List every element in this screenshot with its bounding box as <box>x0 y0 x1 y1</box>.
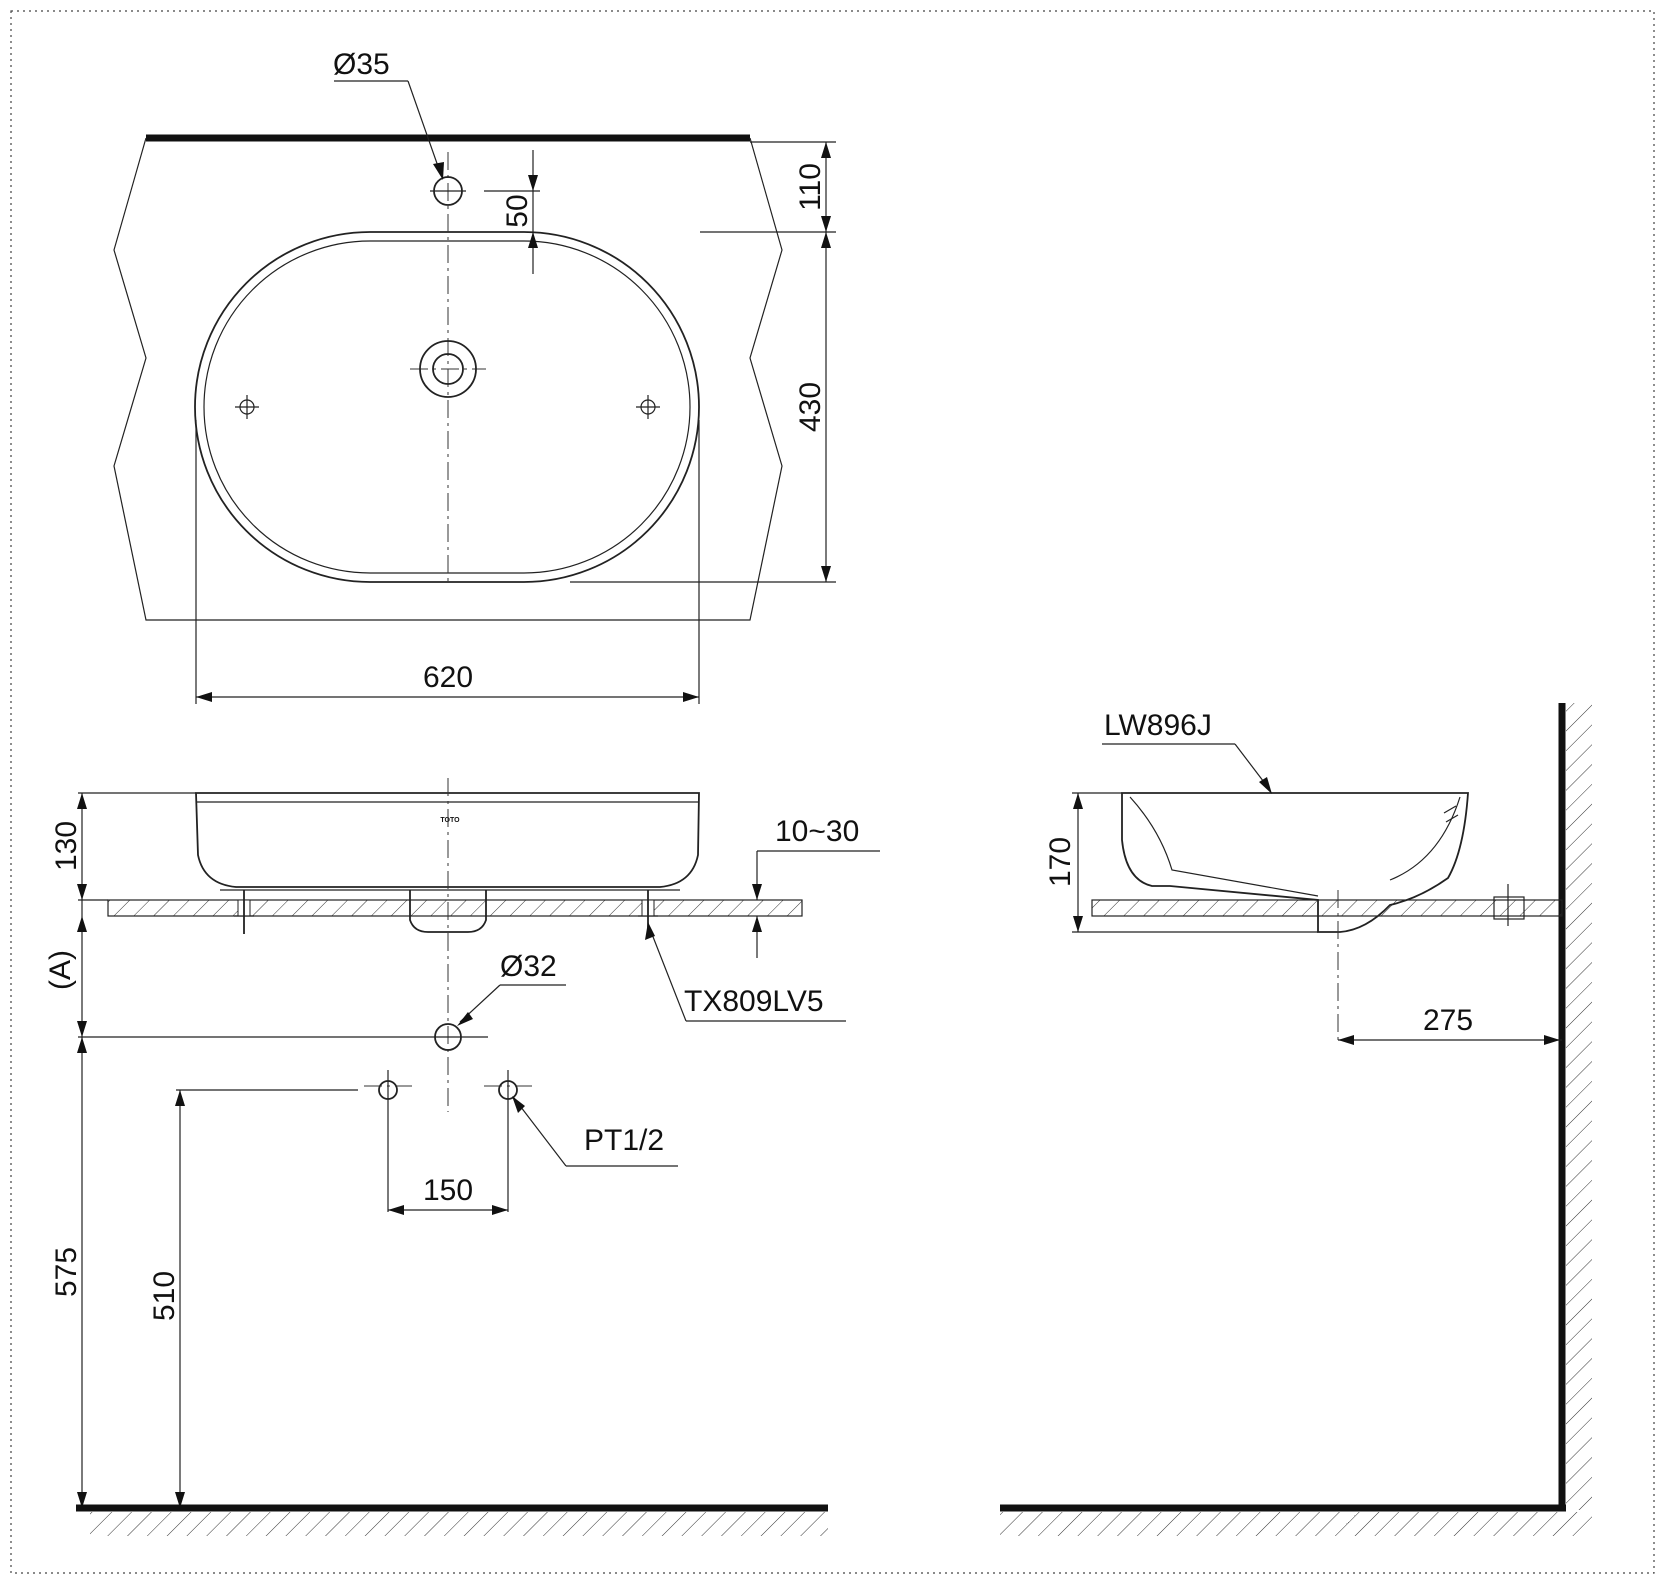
drain-inner <box>432 353 464 385</box>
basin-front-outline <box>195 792 700 888</box>
fixing-bolt-left <box>234 890 254 934</box>
wall-hatch <box>1566 703 1592 1510</box>
bowl-width-label: 620 <box>423 661 473 694</box>
counter-thickness-label: 10~30 <box>775 815 859 848</box>
tap-hole-diameter-label: Ø35 <box>333 48 390 81</box>
supply-height-label: 510 <box>148 1271 181 1321</box>
basin-inner-outline <box>203 240 691 574</box>
waste-model-label: TX809LV5 <box>684 985 824 1018</box>
bowl-depth-label: 430 <box>794 382 827 432</box>
supply-thread-label: PT1/2 <box>584 1124 664 1157</box>
wall-to-waste-label: 275 <box>1423 1004 1473 1037</box>
counter-outline <box>113 137 783 621</box>
supply-spacing-label: 150 <box>423 1174 473 1207</box>
floor-hatch-side <box>1000 1512 1592 1536</box>
countertop-section <box>107 899 803 917</box>
drawing-border <box>10 10 1655 1574</box>
front-view: TOTO 130 10~30 TX809 <box>44 778 880 1536</box>
side-basin-height-label: 170 <box>1044 837 1077 887</box>
waste-outlet <box>434 1023 462 1051</box>
basin-outer-outline <box>194 231 700 583</box>
waste-height-label: 575 <box>50 1247 83 1297</box>
tap-to-bowl-label: 50 <box>501 194 534 227</box>
trap-height-label: (A) <box>44 950 77 990</box>
basin-model-label: LW896J <box>1104 709 1212 742</box>
side-view: LW896J 170 275 <box>1000 703 1592 1536</box>
plan-view: Ø35 110 50 430 620 <box>113 48 836 704</box>
floor-hatch-front <box>90 1512 828 1536</box>
waste-trap <box>409 890 487 933</box>
waste-diameter-label: Ø32 <box>500 950 557 983</box>
basin-side-section <box>1121 792 1469 933</box>
basin-height-label: 130 <box>50 821 83 871</box>
tap-offset-top-label: 110 <box>794 163 827 211</box>
brand-mark: TOTO <box>440 817 460 824</box>
drain-outer <box>419 340 477 398</box>
countertop-section-side <box>1091 899 1563 917</box>
